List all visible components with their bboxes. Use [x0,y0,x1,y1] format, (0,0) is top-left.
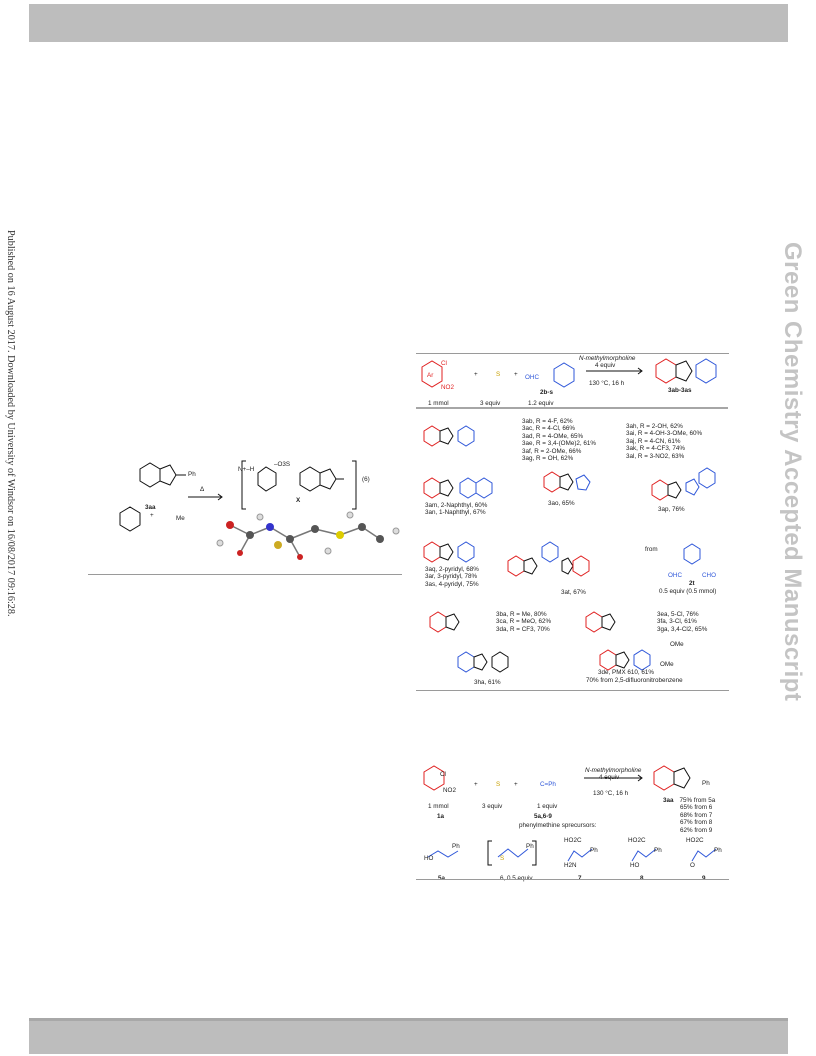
header-bar [29,4,788,42]
arrow-bottom-text: 130 °C, 16 h [589,380,625,387]
s3-arrow-top: N-methylmorpholine [585,767,642,774]
s3-cl: Cl [440,771,446,778]
s3-sub3: 1 equiv [537,803,558,810]
dial-amount: 0.5 equiv (0.5 mmol) [659,588,717,595]
s3-sub2: 3 equiv [482,803,503,810]
p6-s: S [500,855,505,862]
naphthyl-entries: 3am, 2-Naphthyl, 60%3an, 1-Naphthyl, 67% [425,502,488,517]
s3-lab1: 1a [437,813,445,820]
plus-sign: + [150,512,154,519]
p-label-5a: 5a [438,875,445,882]
p9-ph: Ph [714,847,722,854]
s3-sulfur: S [496,781,501,788]
left-scheme-structures [119,460,400,560]
scheme2-structures [416,358,728,673]
indolyl-entry: 3ap, 76% [658,506,685,513]
sub3: 1.2 equiv [528,400,554,407]
cl-label: Cl [441,360,447,367]
entries-col1: 3ab, R = 4-F, 62%3ac, R = 4-Cl, 66%3ad, … [522,418,597,463]
p8-ho: HO [630,862,640,869]
ph-label: Ph [188,471,196,478]
p5a-ph: Ph [452,843,460,850]
s3-plus1: + [474,781,478,788]
no2-label: NO2 [441,384,454,391]
ohc-label: OHC [525,374,539,381]
dial-cho: CHO [702,572,716,579]
from-label: from [645,546,658,553]
scheme2-top-rule [416,353,729,354]
p7-ph: Ph [590,847,598,854]
s3-sub1: 1 mmol [428,803,449,810]
watermark: Green Chemistry Accepted Manuscript [779,242,806,702]
x-label: X [296,497,301,504]
s3-lab3: 5a,6-9 [534,813,552,820]
s3-ph: Ph [702,780,710,787]
s3-precursors: phenylmethine sprecursors: [519,822,597,829]
scheme3-structures [423,765,691,791]
scheme2-bottom-rule [416,690,729,691]
de-entry-2: 70% from 2,5-difluoronitrobenzene [586,677,683,684]
sub-ea-entries: 3ea, 5-Cl, 76%3fa, 3-Cl, 61%3ga, 3,4-Cl2… [657,611,708,633]
so3-label: –O3S [274,461,291,468]
scheme3-bottom-rule [416,879,729,880]
aldehyde-label: 2b-s [540,389,553,396]
p7-ho2c: HO2C [564,837,582,844]
sub1: 1 mmol [428,400,449,407]
p9-o: O [690,862,695,869]
arrow-mid-text: 4 equiv [595,362,616,369]
de-entry: 3de, PMX 610, 61% [598,669,655,676]
plus1: + [474,371,478,378]
p9-ho2c: HO2C [686,837,704,844]
ha-entry: 3ha, 61% [474,679,501,686]
p-label-9: 9 [702,875,706,882]
dial-ohc: OHC [668,572,682,579]
product-label: 3ab-3as [668,387,692,394]
s3-arrow-mid: 4 equiv [599,774,620,781]
ar-label: Ar [427,372,434,379]
s3-cph: C=Ph [540,781,556,788]
bis-entry: 3at, 67% [561,589,586,596]
p5a-ho: HO [424,855,434,862]
me-label: Me [176,515,185,522]
compound-3aa-label: 3aa [145,504,156,511]
p8-ph: Ph [654,847,662,854]
s3-arrow-bottom: 130 °C, 16 h [593,790,629,797]
sub-ba-entries: 3ba, R = Me, 80%3ca, R = MeO, 62%3da, R … [496,611,552,633]
sub2: 3 equiv [480,400,501,407]
delta-label: Δ [200,486,205,493]
arrow-top-text: N-methylmorpholine [579,355,636,362]
ome-1: OMe [670,641,684,648]
sulfur-label: S [496,371,501,378]
plus2: + [514,371,518,378]
s3-no2: NO2 [443,787,456,794]
p6-ph: Ph [526,843,534,850]
pyridyl-entries: 3aq, 2-pyridyl, 68%3ar, 3-pyridyl, 78%3a… [425,566,479,588]
left-scheme-rule [88,574,402,575]
publication-note: Published on 16 August 2017. Downloaded … [5,230,16,617]
p-label-6: 6, 0.5 equiv [500,875,533,882]
entries-col2: 3ah, R = 2-OH, 62%3ai, R = 4-OH-3-OMe, 6… [626,423,703,460]
footer-bar [29,1018,788,1054]
p7-h2n: H2N [564,862,577,869]
s3-plus2: + [514,781,518,788]
precursor-structures [427,840,717,866]
p8-ho2c: HO2C [628,837,646,844]
ome-2: OMe [660,661,674,668]
p-label-8: 8 [640,875,644,882]
nh-label: N+–H [238,466,255,473]
dial-label: 2t [689,580,695,587]
thienyl-entry: 3ao, 65% [548,500,575,507]
p-label-7: 7 [578,875,582,882]
equation-number: (6) [362,476,370,483]
